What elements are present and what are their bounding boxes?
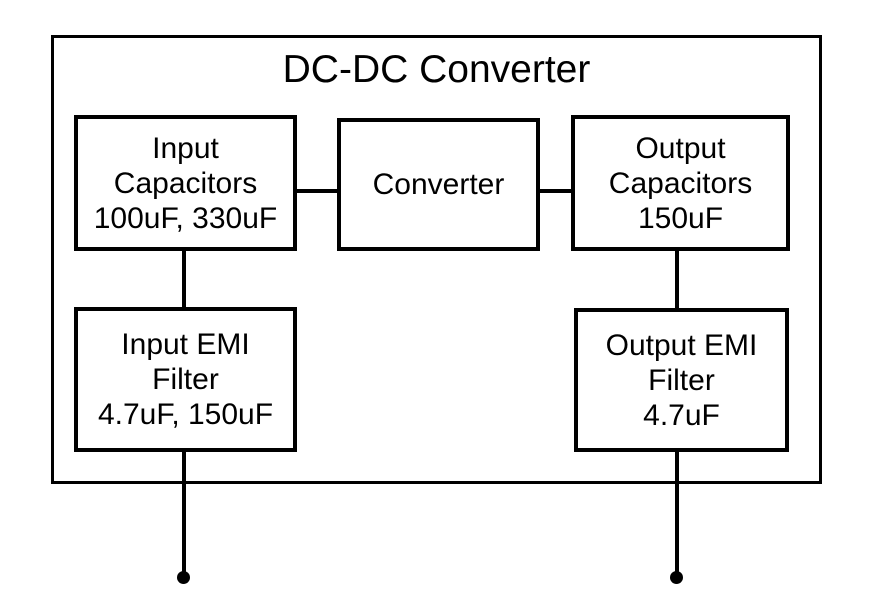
wire-input-capacitors-to-converter <box>297 189 337 193</box>
block-label-line: Output EMI <box>605 328 758 362</box>
block-label-line: 100uF, 330uF <box>93 201 278 235</box>
output-terminal-dot <box>670 571 683 584</box>
block-label-line: Capacitors <box>608 166 753 200</box>
block-label-line: Filter <box>648 363 715 397</box>
block-label-line: 150uF <box>637 201 724 235</box>
wire-output-emi-filter-to-output-terminal <box>675 452 679 574</box>
block-label-line: 4.7uF <box>643 398 720 432</box>
wire-output-capacitors-to-output-emi-filter <box>675 251 679 308</box>
block-converter: Converter <box>337 118 540 251</box>
block-label-line: Converter <box>372 168 505 201</box>
block-label-line: Input <box>152 131 219 165</box>
module-boundary-box <box>51 35 822 484</box>
wire-input-capacitors-to-input-emi-filter <box>182 251 186 307</box>
block-label-line: Filter <box>152 363 219 396</box>
diagram-title: DC-DC Converter <box>282 48 591 91</box>
wire-input-emi-filter-to-input-terminal <box>182 452 186 574</box>
block-label-line: Input EMI <box>121 328 250 361</box>
block-input-capacitors: Input Capacitors 100uF, 330uF <box>74 115 297 251</box>
input-terminal-dot <box>177 571 190 584</box>
block-output-emi-filter: Output EMI Filter 4.7uF <box>574 308 789 452</box>
wire-converter-to-output-capacitors <box>540 189 571 193</box>
block-label-line: Capacitors <box>113 166 258 200</box>
block-label-line: 4.7uF, 150uF <box>97 398 274 431</box>
block-label-line: Output <box>635 131 726 165</box>
block-input-emi-filter: Input EMI Filter 4.7uF, 150uF <box>74 307 297 452</box>
block-output-capacitors: Output Capacitors 150uF <box>571 115 790 251</box>
